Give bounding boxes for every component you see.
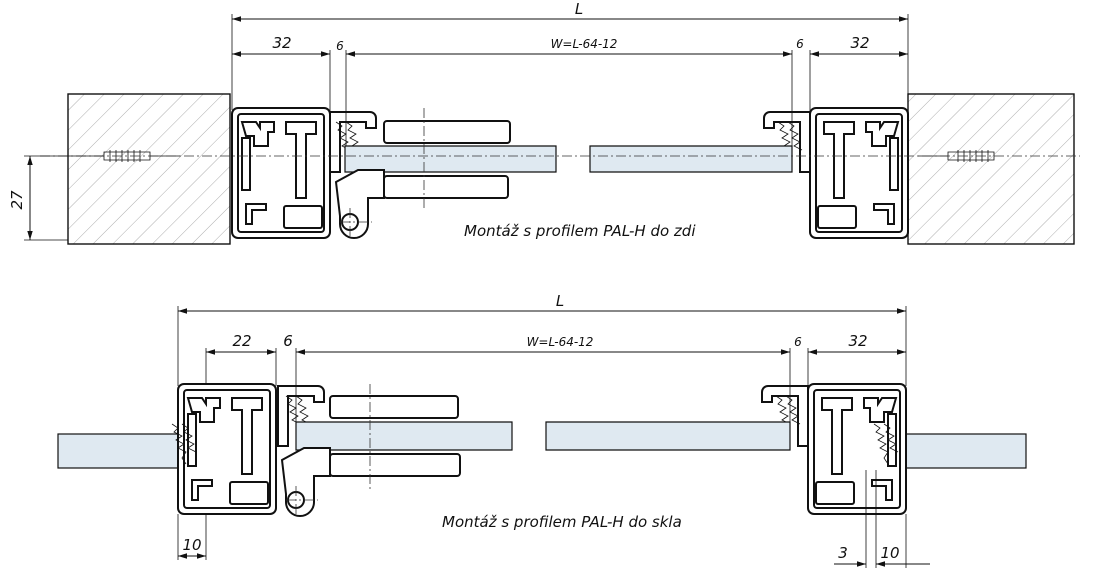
glass-panel-left xyxy=(344,145,557,173)
bottom-dim-left-6: 6 xyxy=(283,332,293,350)
top-drawing: L 32 6 W=L-64-12 6 32 27 Montáž s profil… xyxy=(8,0,1080,245)
bottom-dim-right-10: 10 xyxy=(880,544,899,562)
bottom-dim-W: W=L-64-12 xyxy=(527,335,594,349)
top-dim-right-6: 6 xyxy=(796,37,804,51)
left-side-glass xyxy=(57,433,179,469)
hinge-body xyxy=(334,169,385,239)
bottom-glass-panel-right xyxy=(545,421,791,451)
glass-panel-right xyxy=(589,145,793,173)
left-h-profile xyxy=(231,107,331,239)
left-wall xyxy=(67,93,231,245)
bottom-dim-right-6: 6 xyxy=(794,335,802,349)
bottom-hinge-body xyxy=(280,447,331,517)
bottom-dim-L: L xyxy=(556,292,564,310)
top-dim-left-32: 32 xyxy=(272,34,291,52)
bottom-hinge-bottom-plate xyxy=(329,453,461,477)
bottom-left-h-profile xyxy=(177,383,277,515)
bottom-dim-right-32: 32 xyxy=(848,332,867,350)
bottom-caption: Montáž s profilem PAL-H do skla xyxy=(442,513,682,531)
top-dim-W: W=L-64-12 xyxy=(551,37,618,51)
bottom-glass-panel-left xyxy=(295,421,513,451)
top-caption: Montáž s profilem PAL-H do zdi xyxy=(464,222,696,240)
hinge-bottom-plate xyxy=(383,175,509,199)
hinge-top-plate xyxy=(383,120,511,144)
top-dim-27: 27 xyxy=(8,190,26,210)
right-wall xyxy=(907,93,1075,245)
bottom-dim-left-10: 10 xyxy=(182,536,201,554)
bottom-dim-right-3: 3 xyxy=(838,544,848,562)
top-dim-L: L xyxy=(575,0,583,18)
bottom-dim-left-22: 22 xyxy=(232,332,251,350)
bottom-drawing: L 22 6 W=L-64-12 6 32 10 3 10 Montáž s p… xyxy=(57,292,1027,568)
top-dim-right-32: 32 xyxy=(850,34,869,52)
right-h-profile xyxy=(809,107,909,239)
top-dim-left-6: 6 xyxy=(336,39,344,53)
bottom-hinge-top-plate xyxy=(329,395,459,419)
right-side-glass xyxy=(905,433,1027,469)
